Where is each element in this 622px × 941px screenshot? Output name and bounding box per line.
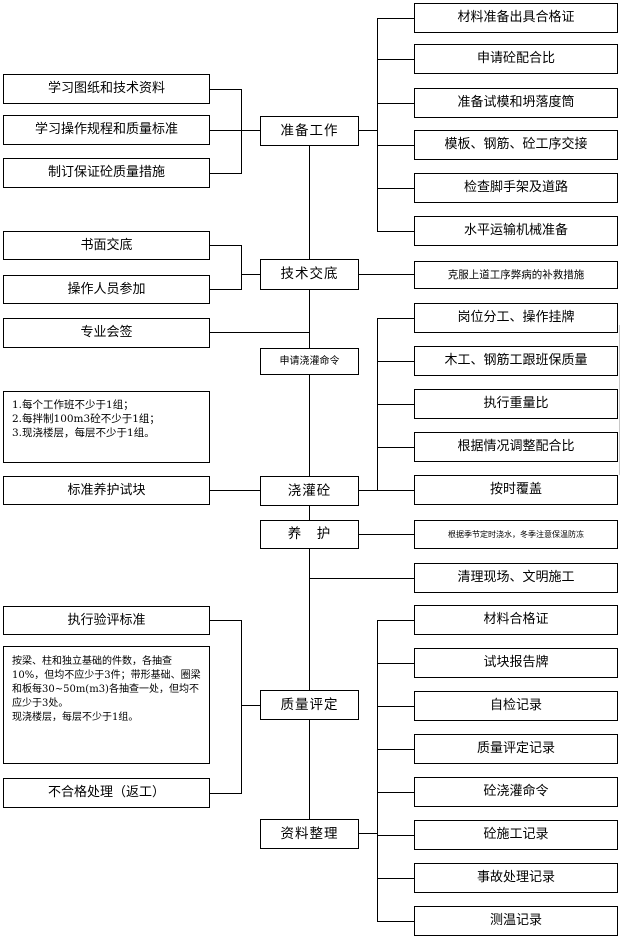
node-doc-item: 砼浇灌命令 [414, 777, 618, 807]
connector [210, 490, 260, 491]
eval-right-bracket [241, 620, 242, 794]
connector [210, 130, 260, 131]
node-doc-item: 试块报告牌 [414, 648, 618, 678]
node-prep-item: 准备试模和坍落度筒 [414, 88, 618, 118]
connector [377, 620, 414, 621]
node-doc-item: 测温记录 [414, 906, 618, 936]
node-doc-item: 砼施工记录 [414, 820, 618, 850]
connector [377, 318, 414, 319]
connector [210, 173, 242, 174]
connector [241, 245, 242, 289]
node-pour-concrete: 浇灌砼 [260, 476, 359, 506]
connector [359, 274, 414, 275]
connector [241, 89, 242, 173]
node-doc-item: 材料合格证 [414, 605, 618, 635]
connector [359, 534, 414, 535]
connector [359, 130, 377, 131]
connector [210, 289, 242, 290]
connector [241, 705, 260, 706]
node-countersign: 专业会签 [3, 318, 210, 348]
node-prep-item: 材料准备出具合格证 [414, 3, 618, 33]
node-quality-measures: 制订保证砼质量措施 [3, 158, 210, 188]
node-cleanup: 清理现场、文明施工 [414, 563, 618, 593]
node-prep-item: 检查脚手架及道路 [414, 173, 618, 203]
node-study-rules: 学习操作规程和质量标准 [3, 115, 210, 145]
connector [210, 245, 242, 246]
connector [377, 145, 414, 146]
node-prep-item: 水平运输机械准备 [414, 216, 618, 246]
connector [377, 878, 414, 879]
connector [210, 89, 242, 90]
node-study-drawings: 学习图纸和技术资料 [3, 74, 210, 104]
connector [241, 274, 260, 275]
connector [377, 447, 414, 448]
edge-mark [619, 325, 622, 475]
node-pour-item: 根据情况调整配合比 [414, 432, 618, 462]
node-staff-join: 操作人员参加 [3, 275, 210, 304]
connector [377, 361, 414, 362]
node-eval-standard: 执行验评标准 [3, 606, 210, 635]
connector [210, 620, 242, 621]
connector [309, 578, 414, 579]
node-pour-order: 申请浇灌命令 [260, 348, 359, 375]
node-nonconforming: 不合格处理（返工） [3, 778, 210, 808]
connector [377, 18, 414, 19]
node-quality-eval: 质量评定 [260, 690, 359, 720]
node-pour-item: 按时覆盖 [414, 475, 618, 505]
node-prep-item: 模板、钢筋、砼工序交接 [414, 130, 618, 160]
connector [377, 231, 414, 232]
connector [359, 490, 377, 491]
connector [377, 792, 414, 793]
node-docs: 资料整理 [260, 819, 359, 849]
node-pour-item: 岗位分工、操作挂牌 [414, 303, 618, 333]
node-remedy: 克服上道工序弊病的补救措施 [414, 261, 618, 289]
node-prep-work: 准备工作 [260, 116, 359, 146]
connector [377, 59, 414, 60]
node-curing: 养 护 [260, 520, 359, 549]
connector [210, 332, 310, 333]
test-sampling-notes: 1.每个工作班不少于1组； 2.每拌制100m3砼不少于1组； 3.现浇楼层，每… [3, 391, 210, 463]
connector [377, 835, 414, 836]
note-line: 1.每个工作班不少于1组； [12, 399, 134, 411]
connector [377, 188, 414, 189]
docs-right-spine [377, 620, 378, 921]
node-written-disclosure: 书面交底 [3, 231, 210, 260]
node-doc-item: 事故处理记录 [414, 863, 618, 893]
node-pour-item: 执行重量比 [414, 389, 618, 419]
node-doc-item: 自检记录 [414, 691, 618, 721]
connector [377, 404, 414, 405]
connector [377, 103, 414, 104]
node-doc-item: 质量评定记录 [414, 734, 618, 764]
connector [377, 921, 414, 922]
node-pour-item: 木工、钢筋工跟班保质量 [414, 346, 618, 376]
node-standard-curing: 标准养护试块 [3, 476, 210, 505]
connector [210, 793, 242, 794]
node-prep-item: 申请砼配合比 [414, 44, 618, 74]
note-line: 现浇楼层，每层不少于1组。 [12, 712, 139, 723]
note-line: 按梁、柱和独立基础的件数，各抽查10%，但均不应少于3件；带形基础、圈梁和板每3… [12, 656, 201, 709]
note-line: 3.现浇楼层，每层不少于1组。 [12, 427, 155, 440]
connector [359, 833, 377, 834]
connector [377, 663, 414, 664]
node-tech-disclosure: 技术交底 [260, 259, 359, 290]
connector [377, 490, 414, 491]
note-line: 2.每拌制100m3砼不少于1组； [12, 413, 160, 426]
eval-sampling-notes: 按梁、柱和独立基础的件数，各抽查10%，但均不应少于3件；带形基础、圈梁和板每3… [3, 646, 210, 764]
node-curing-item: 根据季节定时浇水，冬季注意保温防冻 [414, 520, 618, 549]
connector [377, 749, 414, 750]
prep-right-spine [377, 18, 378, 232]
connector [377, 706, 414, 707]
